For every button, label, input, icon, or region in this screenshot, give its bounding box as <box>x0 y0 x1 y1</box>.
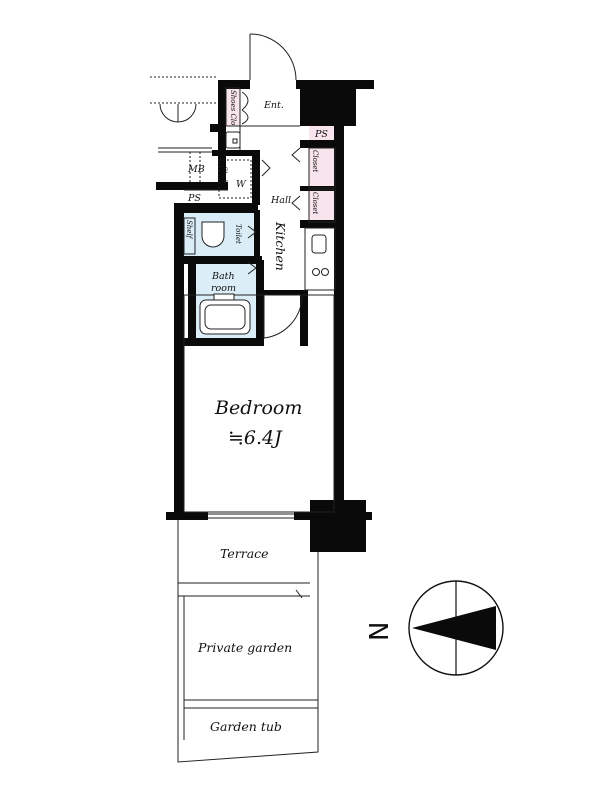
shoes-closet-fill <box>226 88 240 126</box>
bathroom-label-line1: Bath <box>211 271 235 282</box>
mb-label: MB <box>187 164 205 175</box>
closet-lower-fill <box>309 190 335 222</box>
compass: N <box>365 580 504 676</box>
hall-label: Hall <box>270 195 291 206</box>
north-label: N <box>365 622 395 641</box>
thin-lines <box>150 76 336 763</box>
kitchen-label: Kitchen <box>273 221 288 271</box>
doors <box>159 33 303 339</box>
ps-top-fill <box>309 126 335 142</box>
ps-left-label: PS <box>187 193 201 204</box>
shelf-upper-label: Shelf <box>220 166 228 186</box>
ps-top-label: PS <box>314 129 328 140</box>
closet-upper-label: Closet <box>311 150 319 173</box>
closet-upper-fill <box>309 148 335 188</box>
shelf-lower-label: Shelf <box>185 220 193 240</box>
toilet-label: Toilet <box>234 224 242 244</box>
fixtures <box>199 131 251 335</box>
washer-label: W <box>236 179 247 190</box>
entrance-label: Ent. <box>263 100 284 111</box>
shoes-closet-label: Shoes Clo <box>229 90 237 125</box>
bedroom-label: Bedroom <box>214 397 302 419</box>
terrace-label: Terrace <box>220 546 269 561</box>
closet-lower-label: Closet <box>311 192 319 215</box>
bedroom-size-label: ≒6.4J <box>228 427 283 449</box>
bathroom-label-line2: room <box>211 283 236 294</box>
garden-tub-label: Garden tub <box>210 719 282 734</box>
walls <box>156 80 374 552</box>
private-garden-label: Private garden <box>197 640 292 655</box>
north-arrow-icon <box>412 606 496 650</box>
